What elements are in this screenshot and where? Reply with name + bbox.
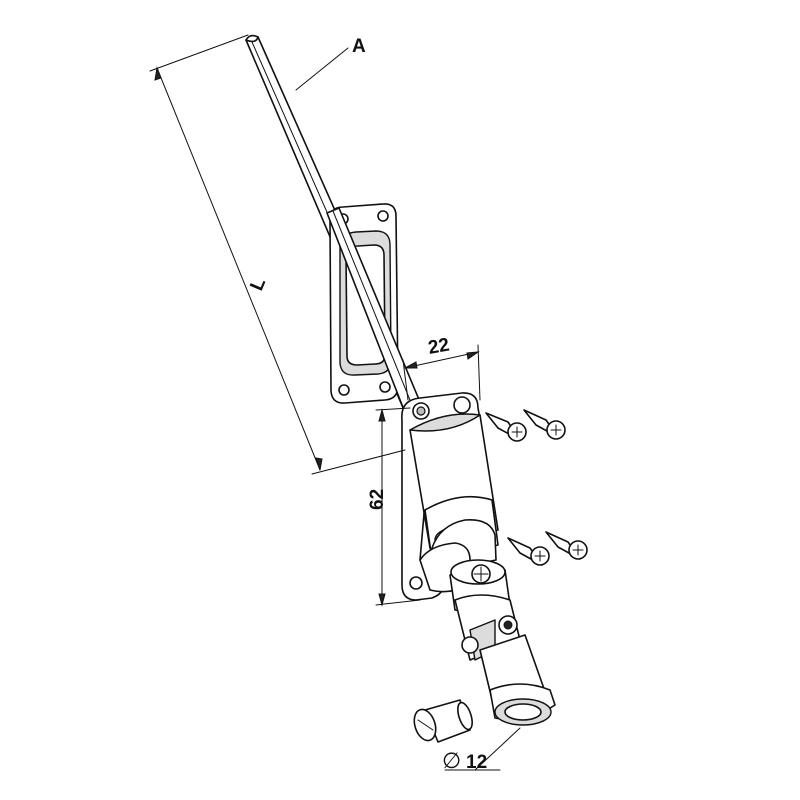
label-diameter: 12	[466, 752, 487, 773]
wood-screw-2	[523, 409, 566, 440]
leader-diameter	[444, 727, 521, 771]
wood-screw-1	[485, 412, 527, 442]
dimension-62	[375, 407, 421, 607]
upper-mounting-plate	[326, 203, 421, 411]
wood-screw-3	[507, 537, 550, 566]
label-length: L	[246, 275, 270, 294]
label-height: 62	[367, 489, 388, 510]
dimension-l	[149, 34, 406, 475]
leader-a	[295, 47, 349, 91]
label-width: 22	[427, 335, 451, 359]
pin-screw	[413, 699, 473, 743]
wood-screw-4	[545, 531, 588, 560]
label-a: A	[352, 36, 366, 57]
dimension-22	[402, 344, 481, 401]
universal-joint	[449, 559, 556, 726]
label-diameter-symbol: ∅	[442, 748, 461, 773]
main-housing	[409, 413, 499, 593]
